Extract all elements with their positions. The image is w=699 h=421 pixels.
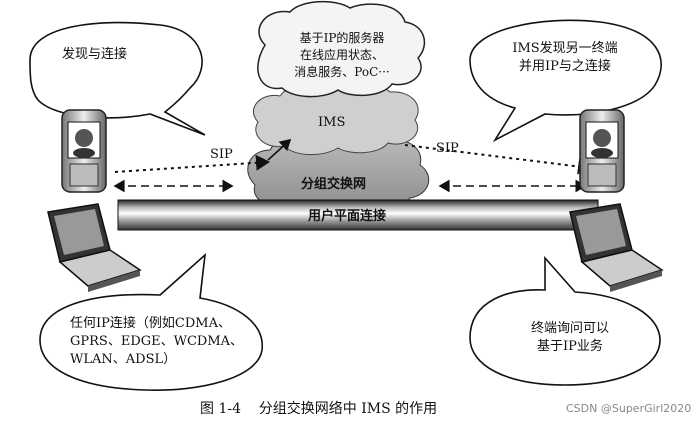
- bubble-top-right-line-1: IMS发现另一终端: [512, 41, 618, 56]
- services-line-2: 在线应用状态、: [299, 48, 384, 62]
- bubble-bottom-left-line-3: WLAN、ADSL）: [70, 352, 177, 367]
- cloud-services: [257, 0, 426, 98]
- services-line-1: 基于IP的服务器: [299, 31, 385, 45]
- services-cloud-text: 基于IP的服务器 在线应用状态、 消息服务、PoC···: [272, 30, 412, 81]
- user-plane-pipe: [117, 199, 599, 231]
- user-plane-label: 用户平面连接: [308, 209, 387, 224]
- sip-left-label: SIP: [210, 147, 233, 162]
- ims-label: IMS: [318, 115, 346, 130]
- bubble-bottom-right-text: 终端询问可以 基于IP业务: [500, 320, 640, 356]
- watermark: CSDN @SuperGirl2020: [566, 402, 692, 415]
- laptop-right-icon: [569, 203, 664, 292]
- bubble-bottom-right-line-1: 终端询问可以: [530, 321, 609, 336]
- phone-left-icon: [61, 109, 107, 193]
- services-line-3: 消息服务、PoC···: [294, 65, 390, 79]
- bubble-bottom-left-line-2: GPRS、EDGE、WCDMA、: [70, 334, 244, 349]
- bubble-bottom-right: [469, 255, 661, 386]
- laptop-left-icon: [47, 203, 142, 292]
- bubble-top-right-line-2: 并用IP与之连接: [519, 59, 611, 74]
- bubble-top-right: [469, 19, 662, 143]
- sip-link-right: [404, 144, 592, 175]
- sip-link-left: [114, 154, 270, 173]
- bubble-bottom-right-line-2: 基于IP业务: [537, 339, 603, 354]
- figure-caption: 图 1-4 分组交换网络中 IMS 的作用: [200, 401, 438, 417]
- bubble-top-left: [29, 21, 206, 136]
- bubble-bottom-left-text: 任何IP连接（例如CDMA、 GPRS、EDGE、WCDMA、 WLAN、ADS…: [70, 315, 243, 369]
- bubble-top-right-text: IMS发现另一终端 并用IP与之连接: [490, 40, 640, 76]
- bubble-bottom-left: [39, 253, 263, 391]
- phone-right-icon: [579, 109, 625, 193]
- bubble-top-left-text: 发现与连接: [62, 47, 128, 62]
- sip-right-label: SIP: [436, 141, 459, 156]
- packet-network-label: 分组交换网: [301, 177, 367, 192]
- sip-link-left-up: [267, 138, 292, 161]
- bubble-bottom-left-line-1: 任何IP连接（例如CDMA、: [70, 316, 231, 331]
